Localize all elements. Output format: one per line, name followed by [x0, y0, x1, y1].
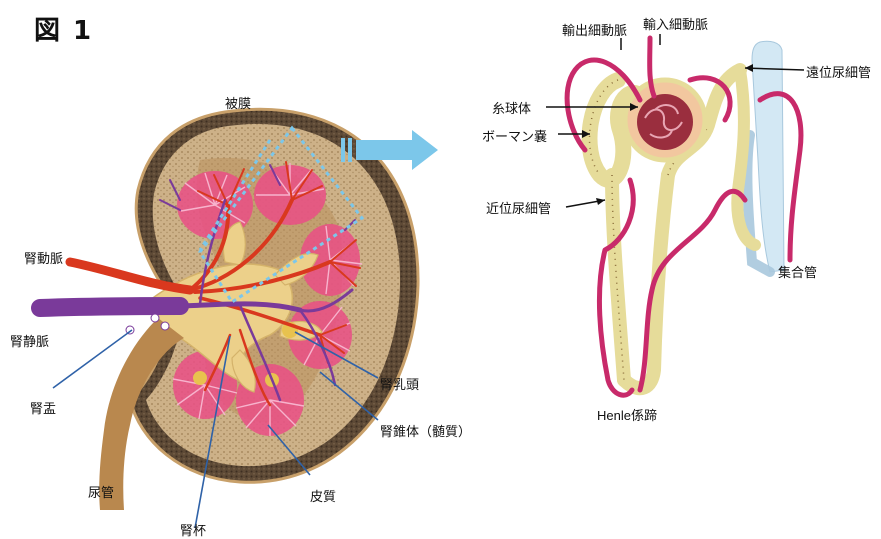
kidney-diagram — [40, 109, 418, 528]
label-bowmans-capsule: ボーマン嚢 — [482, 126, 547, 145]
label-renal-pelvis: 腎盂 — [30, 398, 56, 417]
label-renal-calyx: 腎杯 — [180, 520, 206, 539]
nephron-diagram — [546, 34, 804, 395]
label-renal-artery: 腎動脈 — [24, 248, 63, 267]
label-efferent-arteriole: 輸出細動脈 — [562, 20, 627, 39]
label-renal-vein: 腎静脈 — [10, 331, 49, 350]
label-collecting-duct: 集合管 — [778, 262, 817, 281]
label-distal-tubule: 遠位尿細管 — [806, 62, 871, 81]
label-cortex: 皮質 — [310, 486, 336, 505]
label-ureter: 尿管 — [88, 482, 114, 501]
label-renal-pyramid: 腎錐体（髄質） — [380, 421, 471, 440]
glomerulus — [637, 94, 693, 150]
collecting-duct — [752, 41, 784, 272]
label-afferent-arteriole: 輸入細動脈 — [643, 14, 708, 33]
label-glomerulus: 糸球体 — [492, 98, 531, 117]
label-proximal-tubule: 近位尿細管 — [486, 198, 551, 217]
label-loop-of-henle: Henle係蹄 — [597, 405, 657, 424]
label-capsule: 被膜 — [225, 93, 251, 112]
label-renal-papilla: 腎乳頭 — [380, 374, 419, 393]
